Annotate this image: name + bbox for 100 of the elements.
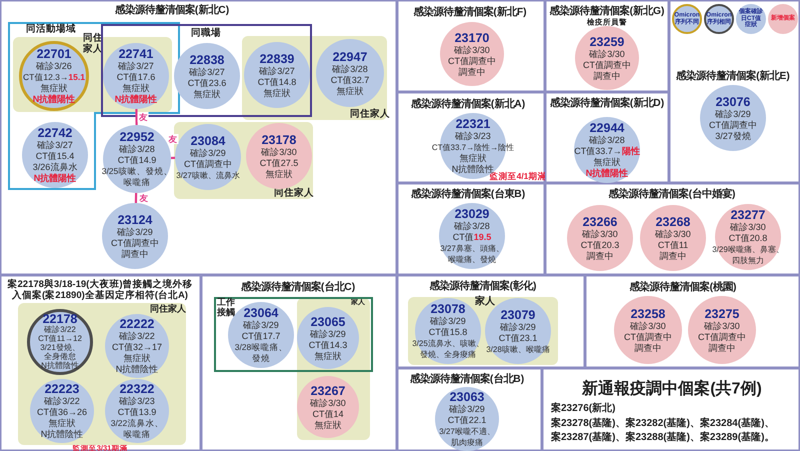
group-label: 家人	[475, 296, 495, 308]
panel-heading: 感染源待釐清個案(新北C)	[114, 5, 230, 17]
case-detail: 確診3/29	[430, 316, 466, 327]
case-detail: N抗體陽性	[114, 94, 158, 105]
case-detail: 確診3/30	[261, 146, 297, 158]
case-number: 22222	[120, 317, 154, 331]
case-detail: 確診3/29	[715, 108, 751, 120]
case-detail: 無症狀	[336, 86, 364, 96]
case-detail: 確診3/30	[704, 320, 740, 332]
case-number: 22838	[190, 52, 224, 66]
case-detail: 確診3/30	[589, 48, 625, 60]
case-detail: 調查中	[660, 250, 686, 262]
case-number: 22321	[456, 117, 490, 131]
case-detail: 確診3/29	[190, 148, 226, 158]
case-detail: CT值調查中	[698, 332, 746, 342]
panel-heading: 感染源待釐清個案(新北G)	[550, 6, 664, 18]
case-detail: 無症狀	[122, 83, 150, 94]
case-detail: 確診3/28	[589, 135, 625, 146]
case-detail: CT值11→12	[38, 334, 82, 344]
group-band	[18, 303, 186, 445]
panel	[545, 92, 669, 183]
case-detail: 確診3/29	[500, 322, 536, 332]
case-detail: 調查中	[594, 70, 620, 82]
case-detail: 無症狀	[40, 83, 68, 94]
case-circle	[174, 43, 240, 109]
panel	[0, 0, 397, 275]
panel	[542, 368, 800, 451]
case-number: 23178	[262, 132, 296, 146]
case-detail: 3/27喉嚨不適、肌肉痠痛	[438, 426, 496, 448]
group-band	[408, 297, 558, 365]
group-label: 同職場	[191, 28, 221, 38]
case-detail: 確診3/27	[37, 140, 73, 151]
case-number: 22944	[590, 121, 624, 135]
case-number: 22701	[36, 47, 72, 61]
case-detail: CT值23.1	[498, 332, 538, 344]
case-detail: CT值36→26	[36, 407, 88, 418]
panel-heading: 感染源待釐清個案(新北E)	[676, 71, 790, 83]
case-detail: 3/27咳嗽、流鼻水	[176, 170, 240, 180]
case-list: 案23276(新北)	[551, 403, 616, 415]
case-detail: 確診3/28	[454, 221, 490, 232]
case-detail: CT值調查中	[448, 56, 496, 66]
case-detail: 無症狀	[266, 168, 292, 180]
case-detail: 調查中	[122, 248, 148, 260]
case-detail: 確診3/30	[454, 44, 490, 56]
panel-heading: 感染源待釐清個案(新北D)	[550, 98, 664, 110]
panel	[545, 0, 669, 92]
case-detail: 3/21發燒、全身倦怠	[39, 343, 81, 362]
panel-heading: 感染源待釐清個案(彰化)	[430, 281, 536, 293]
case-number: 23084	[190, 134, 226, 148]
case-number: 22741	[118, 47, 154, 61]
case-detail: 3/22流鼻水、喉嚨痛	[110, 418, 164, 440]
case-detail: 無症狀	[594, 157, 620, 168]
case-detail: 確診3/23	[455, 131, 491, 142]
case-number: 23065	[310, 314, 346, 328]
case-detail: CT值20.3	[580, 240, 620, 250]
case-detail: CT值調查中	[111, 238, 159, 248]
case-detail: CT值14	[312, 408, 344, 420]
case-number: 22322	[120, 382, 154, 396]
panel-heading: 案22178與3/18-19(大夜班)曾接觸之境外移入個案(案21890)全基因定序相符(台北A)	[6, 279, 194, 301]
case-detail: CT值33.7→陽性	[574, 146, 640, 157]
case-number: 23076	[716, 94, 750, 108]
panel	[0, 275, 201, 451]
group-label: 工作接觸	[216, 297, 236, 317]
case-detail: CT值14.9	[118, 155, 156, 166]
case-detail: 確診3/30	[310, 398, 346, 408]
connector-line	[170, 156, 176, 160]
case-detail: CT值14.8	[258, 76, 296, 88]
case-detail: CT值15.8	[428, 327, 468, 338]
group-label: 同活動場域	[26, 24, 76, 34]
panel	[585, 275, 800, 368]
panel-heading: 感染源待釐清個案(新北A)	[410, 99, 526, 111]
case-detail: 確診3/27	[259, 66, 295, 76]
case-detail: N抗體陰性	[40, 429, 84, 440]
case-number: 23170	[454, 30, 490, 44]
panel	[397, 275, 585, 368]
case-detail: CT值17.6	[116, 72, 156, 83]
case-number: 22178	[42, 314, 78, 326]
case-detail: 3/28喉嚨痛、發燒	[234, 342, 288, 364]
case-detail: 確診3/27	[118, 61, 154, 72]
case-number: 23124	[118, 212, 152, 226]
case-number: 22223	[44, 382, 80, 396]
case-detail: 確診3/27	[189, 66, 225, 78]
case-detail: 確診3/23	[119, 396, 155, 407]
case-detail: N抗體陽性	[586, 168, 628, 179]
case-detail: CT值14.3	[308, 340, 348, 350]
case-detail: 確診3/28	[332, 64, 368, 74]
case-number: 23078	[430, 302, 466, 316]
panel-heading: 感染源待釐清個案(台中婚宴)	[608, 189, 736, 201]
case-detail: CT值19.5	[452, 232, 492, 243]
case-detail: 無症狀	[314, 420, 342, 430]
case-detail: 3/25流鼻水、咳嗽、發燒、全身痠痛	[411, 338, 485, 360]
case-detail: CT值23.6	[188, 78, 226, 88]
panel	[201, 275, 397, 451]
case-detail: 3/25咳嗽、發燒、喉嚨痛	[101, 166, 173, 188]
case-detail: 3/28咳嗽、喉嚨痛	[486, 344, 550, 354]
case-detail: CT值32.7	[330, 74, 370, 86]
case-detail: 確診3/30	[730, 222, 766, 233]
case-number: 23275	[704, 306, 740, 320]
case-detail: 調查中	[708, 342, 736, 354]
case-detail: 無症狀	[48, 418, 76, 429]
